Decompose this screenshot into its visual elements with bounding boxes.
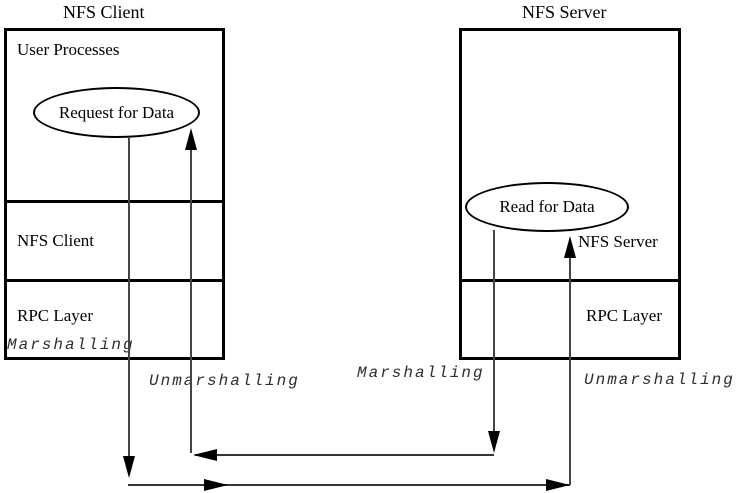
client-marshalling-note: Marshalling <box>7 336 135 354</box>
client-box-title: NFS Client <box>63 2 145 22</box>
server-rpc-layer-label: RPC Layer <box>586 306 663 325</box>
server-marshalling-note: Marshalling <box>357 364 485 382</box>
request-bus-end-arrowhead-icon <box>546 479 570 491</box>
reply-bus-left-arrowhead-icon <box>193 449 217 461</box>
request-for-data-label: Request for Data <box>58 102 175 122</box>
client-rpc-layer-label: RPC Layer <box>17 306 94 325</box>
client-layer-divider-1 <box>4 200 225 203</box>
server-unmarshalling-note: Unmarshalling <box>584 371 735 389</box>
client-user-processes-label: User Processes <box>17 40 120 59</box>
server-request-up-line <box>569 257 571 485</box>
read-for-data-ellipse: Read for Data <box>465 182 629 232</box>
request-for-data-ellipse: Request for Data <box>33 87 200 138</box>
server-box-title: NFS Server <box>522 2 607 22</box>
server-request-up-arrowhead-icon <box>564 236 576 258</box>
client-unmarshalling-note: Unmarshalling <box>149 372 300 390</box>
reply-bus-line <box>195 454 494 456</box>
read-for-data-label: Read for Data <box>499 197 595 216</box>
client-reply-up-arrowhead-icon <box>185 128 197 150</box>
request-bus-mid-arrowhead-icon <box>204 479 228 491</box>
client-request-down-arrowhead-icon <box>123 456 135 478</box>
request-bus-line <box>128 484 570 486</box>
client-box <box>4 28 225 360</box>
client-layer-divider-2 <box>4 279 225 282</box>
server-nfs-server-label: NFS Server <box>578 232 658 251</box>
client-nfs-client-label: NFS Client <box>17 231 94 250</box>
client-request-down-line <box>128 137 130 456</box>
server-read-down-arrowhead-icon <box>488 431 500 453</box>
client-reply-up-line <box>190 149 192 453</box>
server-read-down-line <box>493 230 495 433</box>
